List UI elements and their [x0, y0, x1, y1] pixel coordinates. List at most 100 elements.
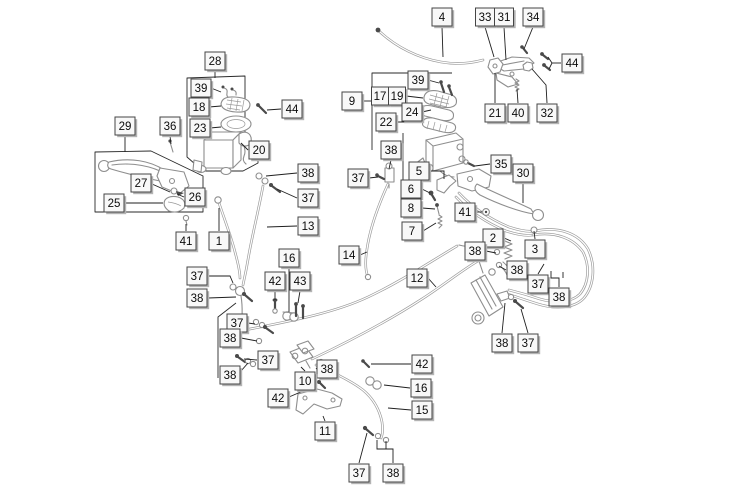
part-7-spring — [437, 214, 443, 229]
callout-box — [289, 271, 311, 291]
leader-line-37-64 — [520, 308, 529, 334]
part-callout-11-59: 11 — [314, 421, 338, 443]
part-27-pivot-bolt — [170, 187, 178, 195]
callout-number: 42 — [272, 393, 285, 405]
callout-box — [297, 216, 319, 236]
part-callout-37-64: 37 — [517, 333, 541, 355]
callout-number: 38 — [496, 338, 509, 350]
leader-line-4-0 — [441, 26, 444, 58]
leader-line-37-33 — [368, 176, 379, 179]
part-42-bolt-bracket — [317, 380, 327, 390]
leader-line-38-27 — [265, 172, 298, 177]
leader-bracket-ticks — [385, 56, 564, 449]
callout-number: 2 — [490, 233, 496, 245]
callout-box — [184, 187, 206, 207]
part-11-bracket — [295, 388, 343, 415]
part-43-pins — [294, 302, 305, 320]
part-callout-16-46: 16 — [278, 248, 302, 270]
part-callout-33-1: 33 — [475, 7, 497, 29]
callout-box — [506, 260, 528, 280]
callout-box — [294, 371, 316, 391]
callout-number: 38 — [224, 370, 237, 382]
part-6-bolt — [428, 190, 437, 202]
callout-number: 10 — [299, 376, 312, 388]
callout-number: 19 — [391, 91, 404, 103]
callout-number: 20 — [253, 145, 266, 157]
leader-line-3-40 — [533, 230, 536, 240]
callout-box — [561, 53, 583, 73]
callout-box — [114, 116, 136, 136]
leader-line-38-32 — [388, 159, 392, 170]
callout-box — [512, 163, 534, 183]
callout-number: 29 — [119, 121, 132, 133]
part-14-hose — [364, 182, 390, 281]
part-10-valve — [289, 340, 315, 369]
part-callout-44-9: 44 — [281, 99, 305, 121]
leader-line-38-66 — [376, 440, 394, 463]
leader-line-44-9 — [266, 108, 282, 111]
part-callout-17-14: 17 — [371, 86, 391, 108]
part-37-bolt-mcleft — [269, 183, 282, 194]
leader-line-7-37 — [422, 222, 437, 232]
part-callout-4-0: 4 — [431, 7, 455, 29]
part-callout-34-3: 34 — [522, 7, 546, 29]
part-42-clip-right — [361, 359, 371, 369]
part-callout-8-36: 8 — [400, 198, 424, 220]
part-35-clip — [463, 159, 476, 168]
callout-box — [316, 359, 338, 379]
leader-line-37-28 — [276, 188, 298, 199]
part-callout-37-65: 37 — [348, 463, 372, 485]
callout-number: 38 — [385, 145, 398, 157]
callout-number: 1 — [216, 236, 222, 248]
callout-box — [517, 333, 539, 353]
part-41-bolt-left — [182, 214, 190, 226]
callout-number: 38 — [387, 468, 400, 480]
part-callout-38-42: 38 — [506, 260, 530, 282]
callout-number: 40 — [512, 108, 525, 120]
callout-number: 11 — [319, 426, 331, 438]
callout-box — [103, 193, 125, 213]
callout-number: 35 — [495, 159, 508, 171]
callout-number: 12 — [411, 273, 424, 285]
part-callout-21-19: 21 — [484, 103, 508, 125]
part-8-pin — [435, 203, 440, 215]
leader-line-15-62 — [387, 407, 412, 411]
callout-box — [527, 274, 549, 294]
callout-number: 4 — [439, 12, 446, 24]
part-39-springs-left — [221, 85, 237, 99]
part-callout-38-53: 38 — [219, 328, 243, 350]
callout-number: 37 — [532, 279, 545, 291]
callout-box — [130, 173, 152, 193]
callout-box — [175, 231, 197, 251]
part-callout-38-63: 38 — [491, 333, 515, 355]
callout-box — [536, 103, 558, 123]
leader-line-19-15 — [405, 95, 424, 99]
callout-number: 8 — [408, 203, 414, 215]
part-callout-36-11: 36 — [159, 116, 183, 138]
part-5-lever — [436, 174, 457, 194]
callout-box — [411, 354, 433, 374]
callout-box — [338, 245, 360, 265]
callout-box — [388, 86, 406, 106]
callout-box — [522, 7, 544, 27]
part-37-bolt-tee — [235, 354, 257, 368]
part-21-bracket — [487, 57, 504, 75]
leader-line-36-11 — [169, 135, 172, 145]
leader-line-13-29 — [266, 225, 298, 228]
leader-line-35-22 — [474, 163, 491, 167]
callout-box — [257, 350, 279, 370]
part-callout-20-12: 20 — [248, 140, 272, 162]
callout-box — [348, 463, 370, 483]
leader-line-12-47 — [427, 277, 437, 288]
callout-number: 42 — [416, 359, 429, 371]
callout-box — [219, 328, 241, 348]
part-callout-9-13: 9 — [341, 91, 365, 113]
callout-number: 38 — [191, 293, 204, 305]
leader-line-37-48 — [208, 275, 234, 284]
part-callout-30-23: 30 — [512, 163, 536, 185]
leader-line-37-54 — [243, 358, 258, 361]
callout-number: 22 — [380, 117, 393, 129]
part-callout-38-49: 38 — [186, 288, 210, 310]
callout-number: 25 — [108, 198, 121, 210]
